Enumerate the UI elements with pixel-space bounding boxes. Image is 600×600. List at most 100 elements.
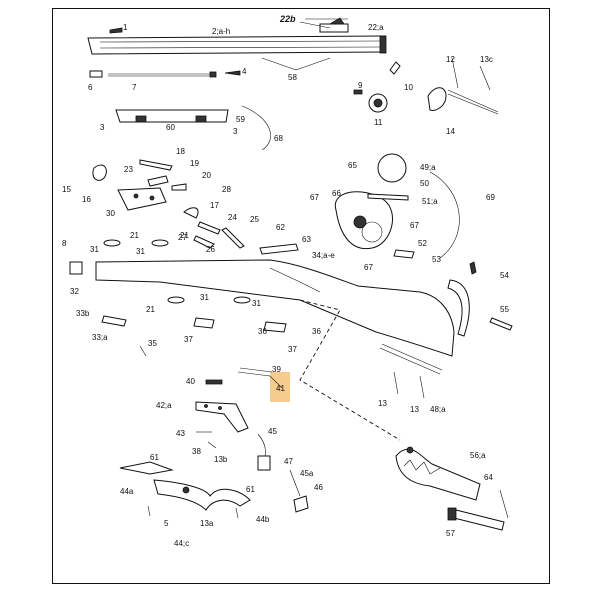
label-9: 9 — [358, 81, 363, 90]
label-4: 4 — [242, 67, 247, 76]
part-11 — [368, 93, 388, 113]
part-22 — [299, 17, 349, 33]
label-38: 38 — [192, 447, 201, 456]
part-labels: 1 2;a-h 22b 22;a 6 7 4 58 9 10 11 12 13c… — [62, 14, 509, 548]
parts-45a-46 — [289, 469, 309, 513]
label-69: 69 — [486, 193, 495, 202]
label-23: 23 — [124, 165, 133, 174]
label-22a: 22;a — [368, 23, 384, 32]
label-26: 26 — [206, 245, 215, 254]
label-56a: 56;a — [470, 451, 486, 460]
label-13ai: 13a — [200, 519, 214, 528]
label-46: 46 — [314, 483, 323, 492]
label-53: 53 — [432, 255, 441, 264]
ramrod-lower — [379, 343, 443, 399]
label-41: 41 — [276, 384, 285, 393]
butt-parts — [447, 261, 513, 337]
label-19: 19 — [190, 159, 199, 168]
part-68 — [241, 105, 271, 151]
label-22b: 22b — [279, 14, 296, 24]
part-44 — [119, 461, 251, 519]
label-18: 18 — [176, 147, 185, 156]
escutcheons — [101, 239, 299, 357]
label-16: 16 — [82, 195, 91, 204]
label-49a: 49;a — [420, 163, 436, 172]
label-12: 12 — [446, 55, 455, 64]
label-50: 50 — [420, 179, 429, 188]
label-2ah: 2;a-h — [212, 27, 230, 36]
label-45a: 45a — [300, 469, 314, 478]
label-33b: 33b — [76, 309, 90, 318]
label-31c: 31 — [200, 293, 209, 302]
part-10 — [389, 61, 401, 75]
label-62: 62 — [276, 223, 285, 232]
highlight-part-41 — [270, 372, 290, 402]
label-13c: 13c — [480, 55, 493, 64]
label-64: 64 — [484, 473, 493, 482]
label-44c: 44;c — [174, 539, 189, 548]
label-32: 32 — [70, 287, 79, 296]
barrel — [87, 35, 387, 55]
label-37a: 37 — [184, 335, 193, 344]
label-39: 39 — [272, 365, 281, 374]
label-42a: 42;a — [156, 401, 172, 410]
label-40: 40 — [186, 377, 195, 386]
label-45: 45 — [268, 427, 277, 436]
label-67c: 67 — [364, 263, 373, 272]
leader-lines — [261, 57, 297, 71]
label-7: 7 — [132, 83, 137, 92]
ramrod — [89, 70, 241, 78]
label-44a: 44a — [120, 487, 134, 496]
parts-39-41 — [205, 367, 283, 389]
part-57-64 — [447, 489, 509, 531]
label-10: 10 — [404, 83, 413, 92]
lock-plate — [334, 153, 460, 259]
label-15: 15 — [62, 185, 71, 194]
label-65: 65 — [348, 161, 357, 170]
label-60: 60 — [166, 123, 175, 132]
label-11: 11 — [374, 118, 383, 127]
label-3a: 3 — [100, 123, 105, 132]
label-55: 55 — [500, 305, 509, 314]
label-61a: 61 — [150, 453, 159, 462]
label-66: 66 — [332, 189, 341, 198]
label-5: 5 — [164, 519, 169, 528]
label-13a: 13 — [378, 399, 387, 408]
label-6: 6 — [88, 83, 93, 92]
label-30: 30 — [106, 209, 115, 218]
label-21a: 21 — [130, 231, 139, 240]
label-36b: 36 — [312, 327, 321, 336]
label-59: 59 — [236, 115, 245, 124]
label-34ae: 34;a-e — [312, 251, 335, 260]
label-61b: 61 — [246, 485, 255, 494]
label-58: 58 — [288, 73, 297, 82]
label-68: 68 — [274, 134, 283, 143]
label-31d: 31 — [252, 299, 261, 308]
label-36a: 36 — [258, 327, 267, 336]
stock — [69, 259, 455, 357]
label-48a: 48;a — [430, 405, 446, 414]
label-52: 52 — [418, 239, 427, 248]
hammer — [427, 57, 499, 115]
trigger-parts — [195, 401, 271, 471]
part-56 — [395, 446, 481, 501]
label-31a: 31 — [90, 245, 99, 254]
label-51a: 51;a — [422, 197, 438, 206]
label-47: 47 — [284, 457, 293, 466]
label-28: 28 — [222, 185, 231, 194]
part-9 — [353, 89, 363, 95]
label-54: 54 — [500, 271, 509, 280]
tang-plate — [115, 109, 229, 123]
label-31b: 31 — [136, 247, 145, 256]
label-14: 14 — [446, 127, 455, 136]
label-37b: 37 — [288, 345, 297, 354]
label-20: 20 — [202, 171, 211, 180]
label-25: 25 — [250, 215, 259, 224]
label-33a: 33;a — [92, 333, 108, 342]
label-44b: 44b — [256, 515, 270, 524]
label-35: 35 — [148, 339, 157, 348]
label-24: 24 — [228, 213, 237, 222]
label-63: 63 — [302, 235, 311, 244]
label-17: 17 — [210, 201, 219, 210]
